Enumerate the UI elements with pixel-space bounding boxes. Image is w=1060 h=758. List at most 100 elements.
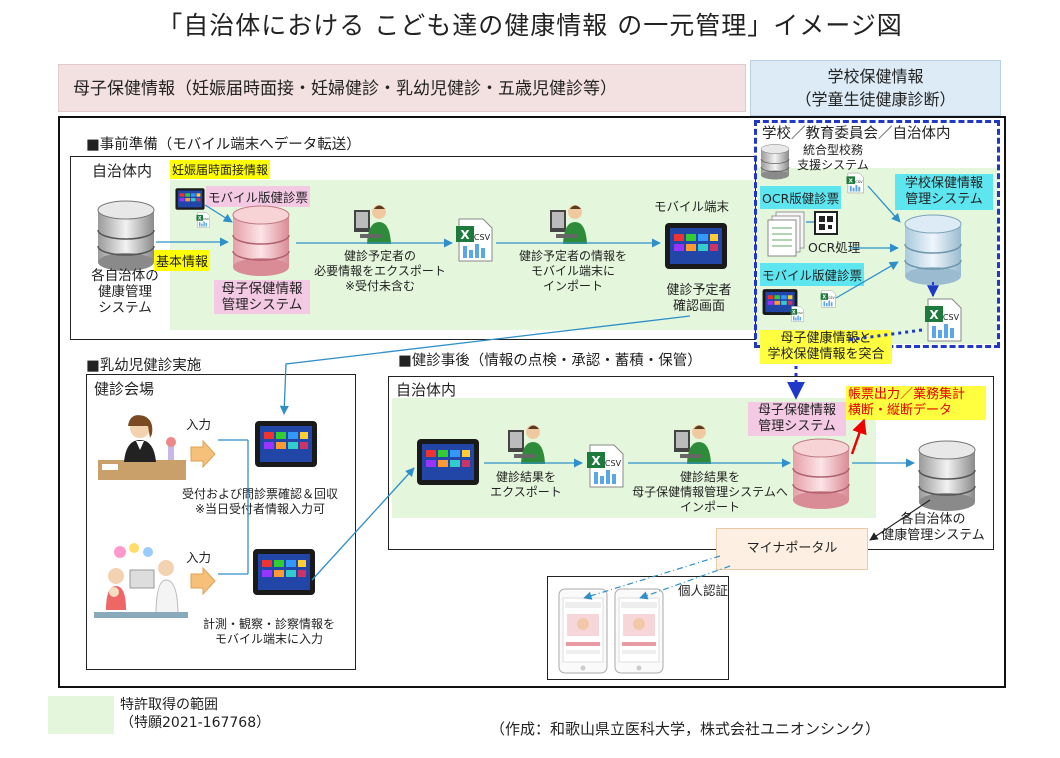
venue-label: 健診会場 (94, 380, 155, 398)
after-mch-line-1: 母子保健情報 (757, 403, 836, 418)
measure-line-1: 計測・観察・診察情報を (202, 617, 335, 631)
tablet-icon (664, 222, 728, 270)
tablet-icon (252, 548, 316, 596)
import-step-line-3: インポート (542, 279, 603, 293)
ocr-process-label: OCR処理 (808, 240, 861, 255)
integrated-system-label: 統合型校務 支援システム (788, 143, 878, 173)
import-step-label: 健診予定者の情報を モバイル端末に インポート (498, 249, 648, 294)
school-info-banner: 学校保健情報 （学童生徒健康診断） (750, 60, 1001, 116)
output-line-2: 横断・縦断データ (848, 403, 953, 418)
after-import-label: 健診結果を 母子保健情報管理システムへ インポート (622, 470, 798, 515)
school-box-label: 学校／教育委員会／自治体内 (762, 126, 951, 142)
match-label: 母子健康情報と 学校保健情報を突合 (760, 330, 892, 364)
credit-text: （作成：和歌山県立医科大学，株式会社ユニオンシンク） (490, 720, 881, 738)
input-label-1: 入力 (186, 417, 212, 432)
db-each-line-1: 各自治体の (91, 268, 159, 284)
patent-line-1: 特許取得の範囲 (120, 697, 218, 713)
after-export-line-2: エクスポート (490, 485, 562, 499)
prep-heading: ■事前準備（モバイル端末へデータ転送） (86, 137, 361, 153)
smartphone-icon (614, 588, 664, 674)
school-mobile-form-label: モバイル版健診票 (760, 263, 865, 286)
patent-line-2: （特願2021-167768） (120, 715, 271, 731)
after-db-label: 各自治体の 健康管理システム (872, 512, 994, 544)
after-import-line-2: 母子保健情報管理システムへ (632, 485, 788, 499)
after-db-line-2: 健康管理システム (881, 528, 985, 543)
ocr-form-label: OCR版健診票 (760, 186, 842, 209)
database-icon (97, 200, 155, 272)
mch-system-label: 母子保健情報 管理システム (214, 280, 310, 314)
tablet-icon (175, 187, 205, 211)
export-step-line-2: 必要情報をエクスポート (314, 264, 446, 278)
prep-box-label: 自治体内 (92, 162, 153, 180)
database-icon (904, 214, 962, 286)
school-banner-line-1: 学校保健情報 (827, 67, 924, 86)
database-icon (792, 438, 850, 510)
csv-file-icon (196, 212, 210, 228)
operator-icon (506, 420, 546, 466)
output-label: 帳票出力／業務集計 横断・縦断データ (846, 386, 986, 420)
patent-legend-label: 特許取得の範囲 （特願2021-167768） (120, 696, 270, 732)
measure-line-2: モバイル端末に入力 (214, 632, 323, 646)
operator-icon (548, 200, 588, 246)
after-export-line-1: 健診結果を (495, 470, 556, 484)
confirm-screen-line-2: 確認画面 (672, 299, 725, 314)
main-frame (58, 116, 1006, 688)
after-box-label: 自治体内 (396, 381, 457, 399)
ocr-icon (814, 211, 838, 235)
integrated-line-2: 支援システム (797, 158, 869, 172)
reception-line-1: 受付および問診票確認＆回収 (181, 487, 338, 501)
database-icon (918, 440, 976, 512)
mch-system-line-2: 管理システム (221, 297, 303, 313)
export-step-line-1: 健診予定者の (343, 249, 416, 263)
document-stack-icon (767, 211, 805, 257)
after-db-line-1: 各自治体の (900, 512, 966, 527)
database-icon (760, 144, 790, 180)
arrow-right-icon (190, 567, 216, 595)
smartphone-icon (558, 588, 608, 674)
csv-file-icon (846, 172, 864, 194)
csv-file-icon (924, 298, 962, 342)
after-export-label: 健診結果を エクスポート (476, 470, 576, 500)
mobile-terminal-label: モバイル端末 (654, 199, 730, 214)
db-each-line-2: 健康管理 (98, 284, 152, 300)
school-system-label: 学校保健情報 管理システム (895, 174, 993, 210)
after-heading: ■健診事後（情報の点検・承認・蓄積・保管） (398, 353, 702, 369)
operator-icon (352, 200, 392, 246)
school-system-line-2: 管理システム (905, 192, 983, 207)
basic-info-label: 基本情報 (154, 250, 211, 271)
personal-auth-label: 個人認証 (678, 583, 729, 598)
export-step-label: 健診予定者の 必要情報をエクスポート ※受付未含む (300, 249, 460, 294)
pregnancy-info-label: 妊娠届時面接情報 (170, 160, 271, 179)
patent-legend-swatch (48, 696, 114, 734)
page-title: 「自治体における こども達の健康情報 の一元管理」イメージ図 (157, 11, 903, 40)
doctor-child-icon (94, 543, 188, 618)
school-banner-line-2: （学童生徒健康診断） (795, 90, 956, 109)
tablet-icon (416, 438, 480, 486)
tablet-icon (254, 420, 318, 468)
mch-info-banner: 母子保健情報（妊娠届時面接・妊婦健診・乳幼児健診・五歳児健診等） (58, 64, 746, 112)
csv-file-icon (455, 218, 493, 262)
mch-system-line-1: 母子保健情報 (221, 281, 303, 297)
arrow-right-icon (190, 440, 216, 468)
confirm-screen-label: 健診予定者 確認画面 (644, 283, 754, 315)
match-line-2: 学校保健情報を突合 (767, 347, 885, 362)
db-each-label: 各自治体の 健康管理 システム (70, 268, 180, 316)
after-import-line-3: インポート (679, 500, 740, 514)
reception-line-2: ※当日受付者情報入力可 (194, 502, 326, 516)
match-line-1: 母子健康情報と (780, 331, 872, 346)
reception-label: 受付および問診票確認＆回収 ※当日受付者情報入力可 (166, 487, 354, 517)
csv-file-icon (586, 444, 624, 488)
after-import-line-1: 健診結果を (679, 470, 740, 484)
myna-portal-box: マイナポータル (716, 528, 868, 570)
operator-icon (672, 420, 712, 466)
export-step-line-3: ※受付未含む (344, 279, 416, 293)
exam-heading: ■乳幼児健診実施 (86, 358, 202, 374)
csv-file-icon (790, 306, 804, 322)
after-mch-line-2: 管理システム (758, 419, 836, 434)
measure-label: 計測・観察・診察情報を モバイル端末に入力 (186, 617, 352, 647)
reception-staff-icon (98, 415, 186, 480)
mobile-form-label: モバイル版健診票 (206, 186, 311, 207)
output-line-1: 帳票出力／業務集計 (848, 387, 966, 402)
database-icon (232, 205, 290, 277)
import-step-line-1: 健診予定者の情報を (518, 249, 627, 263)
